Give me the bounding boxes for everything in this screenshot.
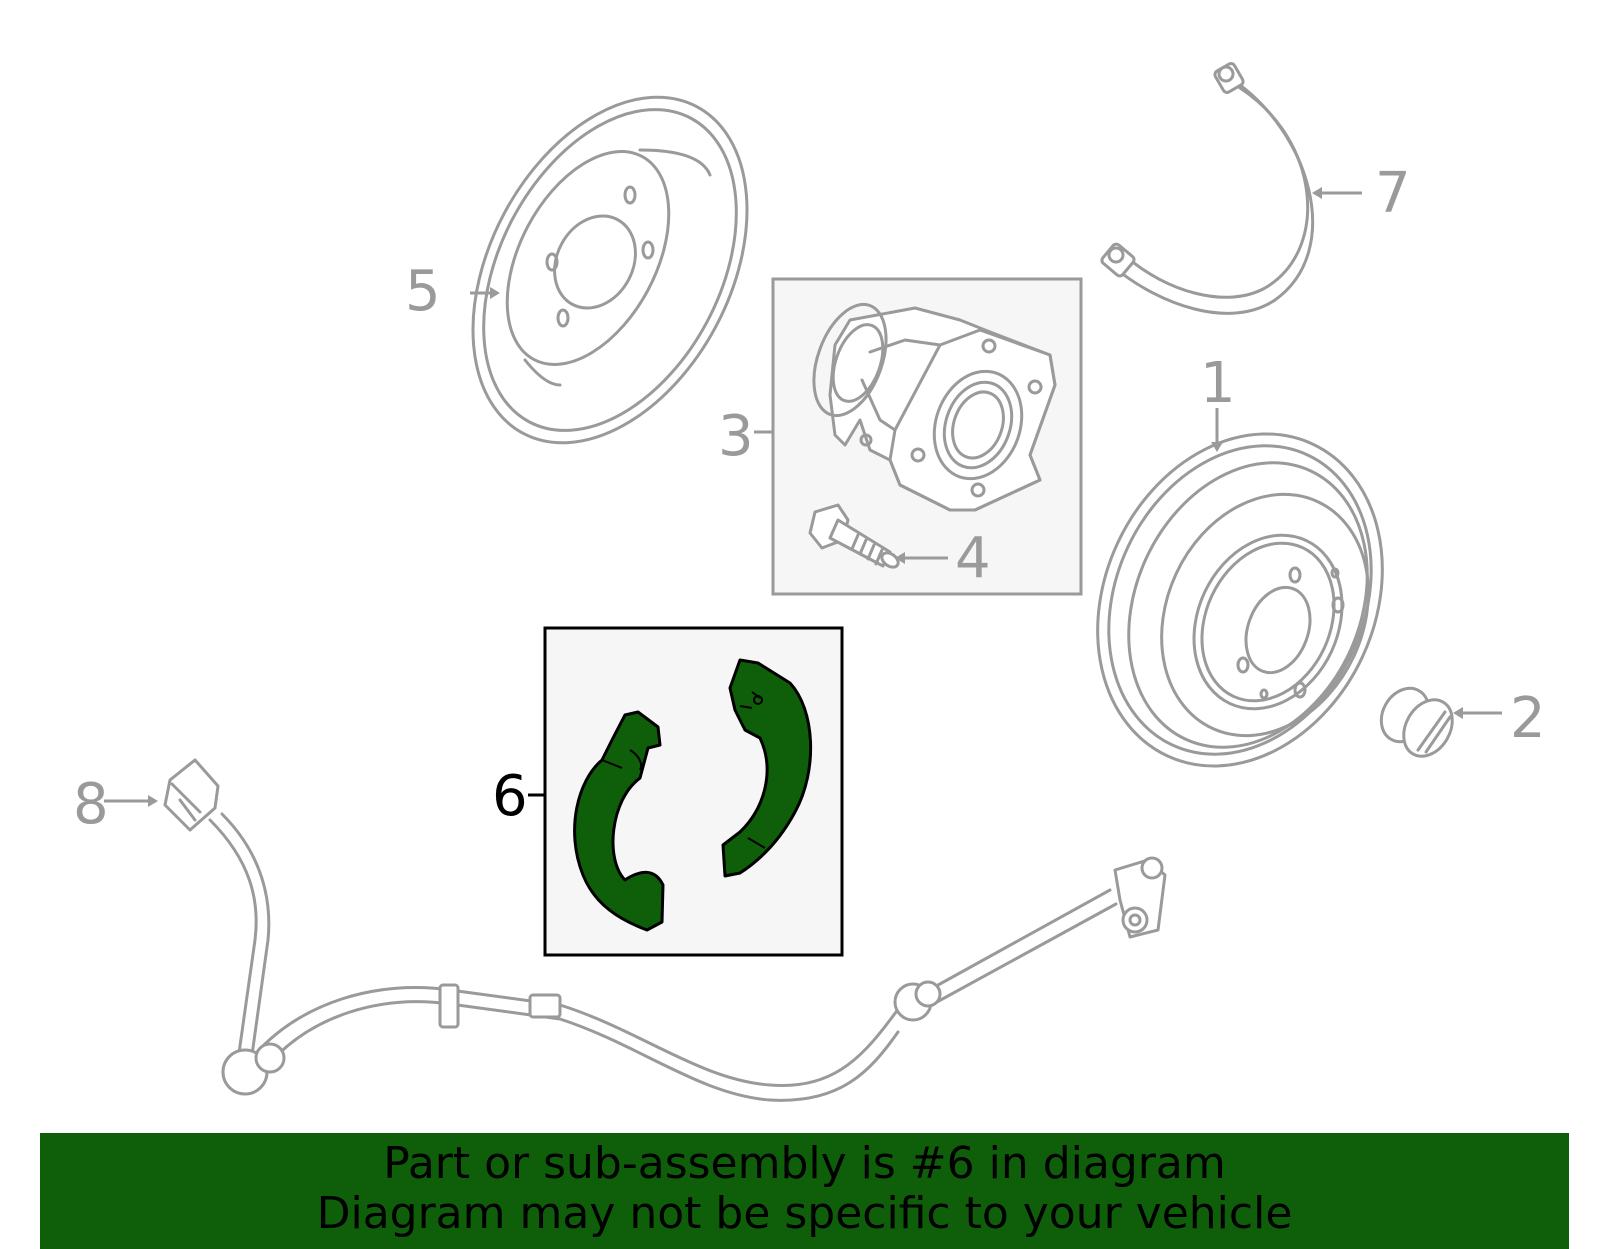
brake-hose[interactable]: [1100, 62, 1315, 315]
callout-4: 4: [955, 526, 991, 591]
banner-disclaimer: Diagram may not be specific to your vehi…: [316, 1188, 1293, 1239]
brake-shoe-right[interactable]: [721, 658, 813, 878]
callout-5: 5: [405, 259, 441, 324]
banner-part-info: Part or sub-assembly is #6 in diagram: [383, 1138, 1226, 1189]
callout-8: 8: [73, 772, 109, 837]
callout-2: 2: [1510, 686, 1546, 751]
callout-7: 7: [1375, 161, 1411, 226]
callout-3: 3: [718, 404, 754, 469]
hub-bearing-assembly[interactable]: [800, 295, 1057, 512]
hub-bolt[interactable]: [808, 503, 901, 570]
abs-wheel-speed-sensor[interactable]: [163, 758, 1167, 1102]
brake-drum[interactable]: [1045, 387, 1435, 813]
hole-plug[interactable]: [1372, 680, 1462, 765]
callout-1: 1: [1200, 351, 1236, 416]
callout-6: 6: [492, 764, 528, 829]
info-banner: Part or sub-assembly is #6 in diagram Di…: [40, 1133, 1569, 1249]
brake-shoe-set[interactable]: [573, 658, 813, 932]
brake-drum-rear-view[interactable]: [417, 50, 803, 489]
